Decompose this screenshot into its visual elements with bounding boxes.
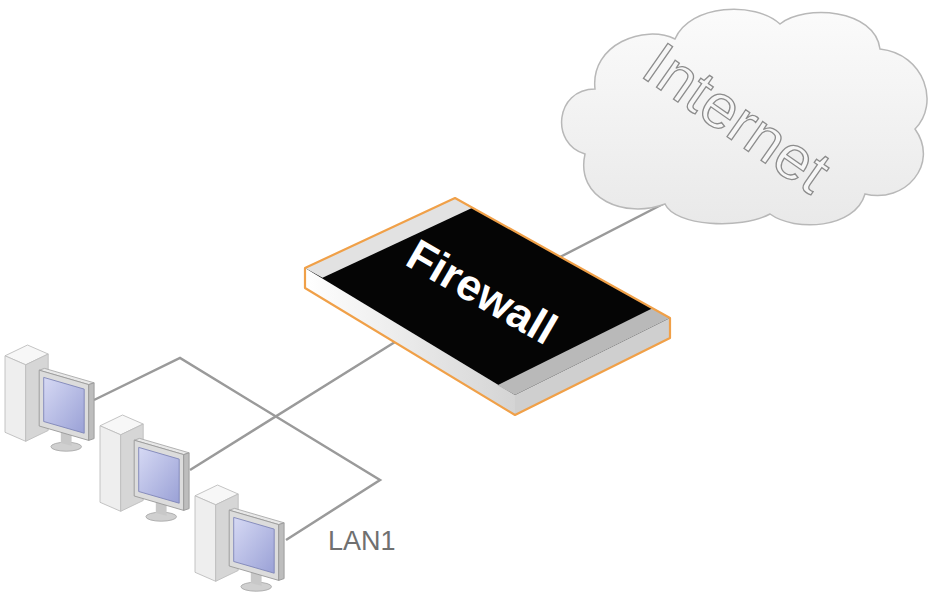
firewall-appliance: Firewall: [300, 190, 680, 425]
network-link: [560, 204, 663, 257]
lan-wire: [190, 342, 395, 470]
computer-icon: [195, 485, 284, 591]
slab-outline: [305, 198, 670, 415]
computer-icon: [5, 345, 94, 451]
cloud-outline: [562, 9, 927, 225]
network-cloud: Internet: [555, 4, 935, 232]
network-label: LAN1: [328, 528, 396, 555]
computer-icon: [100, 415, 189, 521]
